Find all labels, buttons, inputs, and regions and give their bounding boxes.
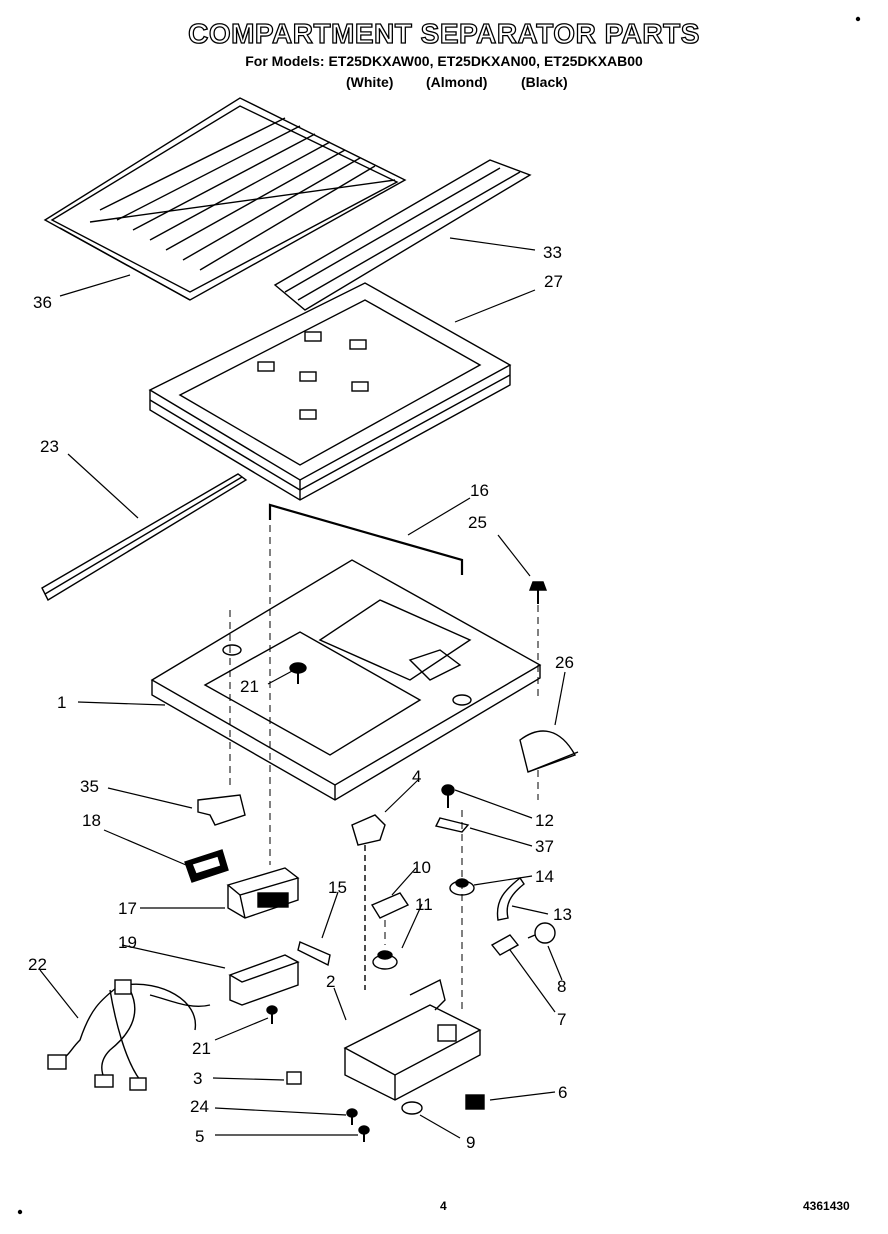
callout-15: 15 xyxy=(328,878,347,897)
part-18-lens xyxy=(184,849,229,883)
callout-24: 24 xyxy=(190,1097,209,1116)
callout-17: 17 xyxy=(118,899,137,918)
part-9-nut xyxy=(401,1101,423,1115)
part-3-clip xyxy=(286,1071,302,1085)
callout-37: 37 xyxy=(535,837,554,856)
callout-8: 8 xyxy=(557,977,566,996)
callout-35: 35 xyxy=(80,777,99,796)
color-almond-label: (Almond) xyxy=(426,74,488,90)
part-19-bracket xyxy=(228,954,300,1006)
callout-10: 10 xyxy=(412,858,431,877)
page-number: 4 xyxy=(440,1199,447,1213)
callout-26: 26 xyxy=(555,653,574,672)
part-22-harness xyxy=(47,979,211,1091)
part-35-clip xyxy=(197,794,246,826)
part-2-control-housing xyxy=(343,978,482,1101)
part-8-bulb xyxy=(527,922,556,944)
callout-19: 19 xyxy=(118,933,137,952)
callout-21-lower: 21 xyxy=(192,1039,211,1058)
part-16-rod xyxy=(268,503,464,575)
part-11-knob xyxy=(372,950,398,970)
callout-36: 36 xyxy=(33,293,52,312)
color-black-label: (Black) xyxy=(521,74,568,90)
callout-16: 16 xyxy=(470,481,489,500)
part-21-screw-lower xyxy=(266,1005,278,1024)
callout-12: 12 xyxy=(535,811,554,830)
callout-3: 3 xyxy=(193,1069,202,1088)
page-title: COMPARTMENT SEPARATOR PARTS xyxy=(187,17,700,49)
part-17-housing xyxy=(226,867,300,919)
callout-6: 6 xyxy=(558,1083,567,1102)
callout-18: 18 xyxy=(82,811,101,830)
document-number: 4361430 xyxy=(803,1199,850,1213)
part-6-switch xyxy=(465,1094,485,1110)
part-37-plate xyxy=(434,817,470,833)
callout-7: 7 xyxy=(557,1010,566,1029)
part-12-screw xyxy=(441,784,455,808)
callout-14: 14 xyxy=(535,867,554,886)
part-13-tube xyxy=(496,876,525,921)
part-5-screw xyxy=(358,1125,370,1142)
part-26-cover xyxy=(519,730,579,773)
callout-33: 33 xyxy=(543,243,562,262)
callout-4: 4 xyxy=(412,767,421,786)
part-10-switch xyxy=(370,892,410,919)
callout-9: 9 xyxy=(466,1133,475,1152)
alignment-lines xyxy=(229,525,539,1010)
callout-1: 1 xyxy=(57,693,66,712)
part-4-bulb-socket xyxy=(351,814,386,990)
callout-25: 25 xyxy=(468,513,487,532)
callout-5: 5 xyxy=(195,1127,204,1146)
callout-23: 23 xyxy=(40,437,59,456)
part-15-tube xyxy=(297,941,331,967)
part-33-trim xyxy=(273,159,532,311)
part-27-frame xyxy=(148,282,512,501)
models-line: For Models: ET25DKXAW00, ET25DKXAN00, ET… xyxy=(245,53,643,69)
leader-lines xyxy=(39,237,566,1139)
part-1-panel xyxy=(150,559,542,801)
callout-21-upper: 21 xyxy=(240,677,259,696)
callout-13: 13 xyxy=(553,905,572,924)
part-23-strip xyxy=(41,473,248,601)
callout-11: 11 xyxy=(415,895,433,914)
callout-27: 27 xyxy=(544,272,563,291)
part-36-shelf xyxy=(43,97,407,301)
part-25-screw xyxy=(528,581,548,604)
callout-22: 22 xyxy=(28,955,47,974)
part-7-socket xyxy=(490,934,520,956)
color-white-label: (White) xyxy=(346,74,394,90)
callout-2: 2 xyxy=(326,972,335,991)
part-24-screw xyxy=(346,1108,358,1125)
